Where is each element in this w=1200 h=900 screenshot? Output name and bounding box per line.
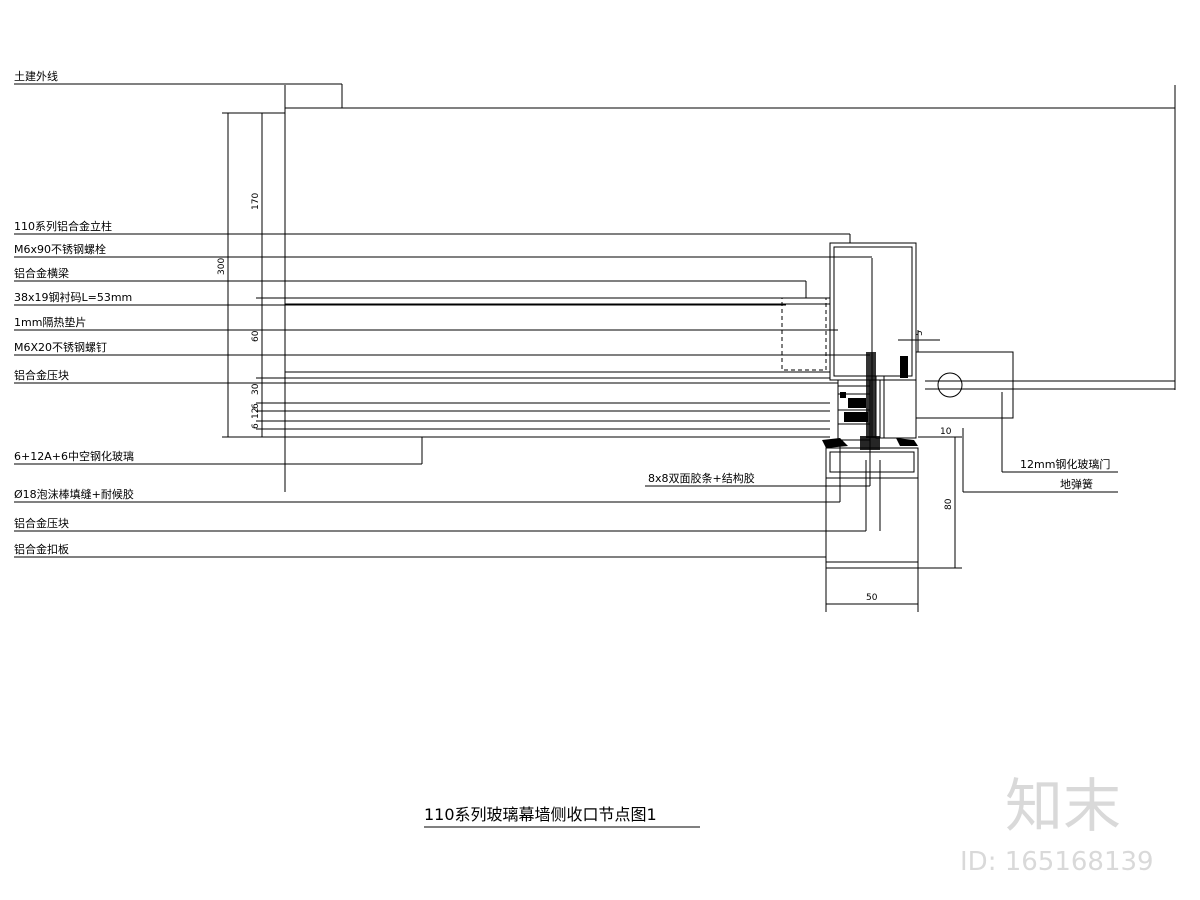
- dim-small-a: 30: [251, 383, 261, 395]
- label-insulated-glass: 6+12A+6中空钢化玻璃: [14, 449, 134, 463]
- dim-profile-width: 50: [866, 593, 878, 603]
- dim-small-right: 5: [915, 330, 925, 336]
- hatched-components: [822, 352, 918, 450]
- watermark: 知末 ID: 165168139: [960, 772, 1154, 877]
- right-labels: 8x8双面胶条+结构胶 12mm钢化玻璃门 地弹簧: [648, 457, 1110, 491]
- label-civil-line: 土建外线: [14, 69, 58, 83]
- left-labels: 土建外线 110系列铝合金立柱 M6x90不锈钢螺栓 铝合金横梁 38x19钢衬…: [14, 69, 134, 556]
- dim-profile-depth: 80: [944, 498, 954, 510]
- dim-small-c: 12: [251, 408, 261, 419]
- label-bolt: M6x90不锈钢螺栓: [14, 242, 106, 256]
- label-glass-door: 12mm钢化玻璃门: [1020, 457, 1110, 471]
- dim-small-b: 6: [251, 403, 261, 409]
- drawing-title: 110系列玻璃幕墙侧收口节点图1: [424, 805, 700, 827]
- watermark-logo: 知末: [1005, 772, 1121, 840]
- label-cover-plate: 铝合金扣板: [14, 542, 69, 556]
- dim-mid-segment: 60: [251, 330, 261, 342]
- title-text: 110系列玻璃幕墙侧收口节点图1: [424, 805, 657, 824]
- dim-total-height: 300: [217, 258, 227, 275]
- label-steel-insert: 38x19钢衬码L=53mm: [14, 291, 132, 304]
- dim-gap: 10: [940, 427, 952, 437]
- label-mullion: 110系列铝合金立柱: [14, 219, 112, 233]
- dim-upper-segment: 170: [251, 193, 261, 210]
- label-screw: M6X20不锈钢螺钉: [14, 341, 107, 354]
- label-double-tape: 8x8双面胶条+结构胶: [648, 471, 755, 485]
- label-isolation-pad: 1mm隔热垫片: [14, 315, 86, 329]
- label-pressure-block: 铝合金压块: [14, 368, 69, 382]
- dim-small-d: 6: [251, 423, 261, 429]
- dimension-texts: 300 170 60 30 6 12 6 80 50 5 10: [217, 193, 954, 603]
- drawing-linework: [14, 84, 1175, 612]
- label-foam-rod: Ø18泡沫棒填缝+耐候胶: [14, 487, 134, 501]
- label-floor-spring: 地弹簧: [1060, 477, 1093, 491]
- watermark-id: ID: 165168139: [960, 847, 1154, 877]
- label-transom: 铝合金横梁: [14, 266, 69, 280]
- label-pressure-plate: 铝合金压块: [14, 516, 69, 530]
